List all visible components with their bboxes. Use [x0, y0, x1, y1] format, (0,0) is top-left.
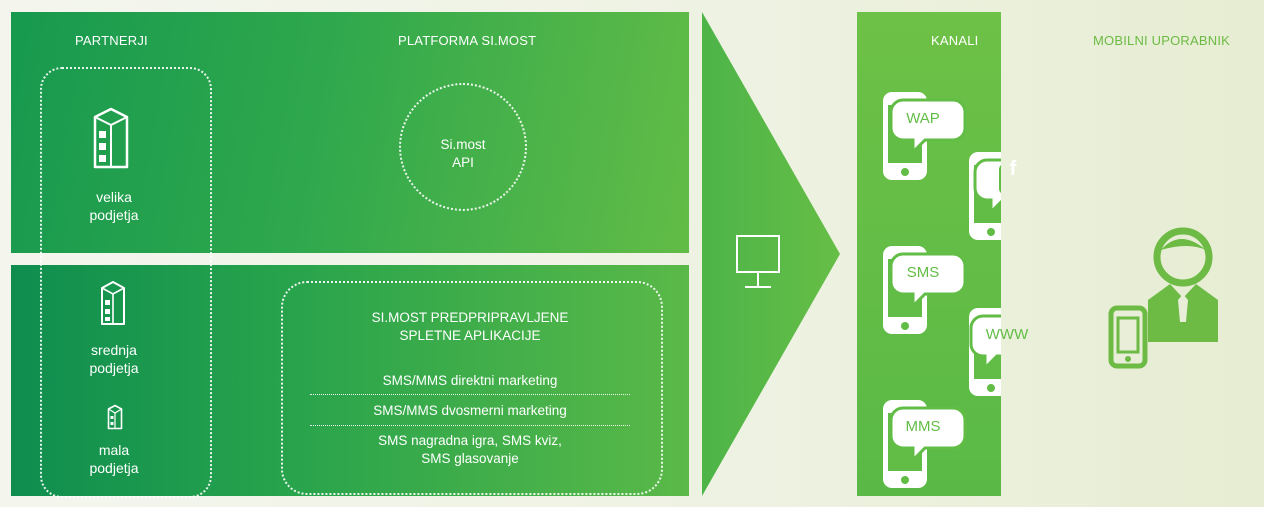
medium-building-icon [101, 281, 125, 325]
channel-icons [883, 92, 1001, 488]
channel-sms-label: SMS [906, 264, 940, 281]
channel-wap-label: WAP [906, 110, 940, 127]
mobile-user-icon [1108, 227, 1218, 369]
monitor-icon [736, 235, 780, 288]
app-item: SMS/MMS dvosmerni marketing [373, 403, 567, 418]
apps-group-outline [281, 281, 663, 495]
api-circle [399, 83, 527, 211]
platforma-header: PLATFORMA SI.MOST [398, 33, 537, 48]
partners-group-outline [40, 67, 212, 498]
platform-top-panel [11, 12, 689, 253]
kanali-header: KANALI [931, 33, 979, 48]
app-item: SMS nagradna igra, SMS kviz,SMS glasovan… [378, 433, 562, 466]
app-item: SMS/MMS direktni marketing [382, 373, 558, 388]
channel-mms-label: MMS [905, 418, 941, 435]
small-building-icon [107, 404, 123, 430]
facebook-icon: f [1009, 158, 1017, 180]
app-divider [310, 425, 630, 426]
partnerji-header: PARTNERJI [75, 33, 148, 48]
app-divider [310, 394, 630, 395]
large-building-icon [93, 107, 129, 169]
flow-arrow [702, 12, 840, 496]
mobilni-header: MOBILNI UPORABNIK [1093, 33, 1231, 48]
channel-www-label: WWW [985, 326, 1029, 343]
